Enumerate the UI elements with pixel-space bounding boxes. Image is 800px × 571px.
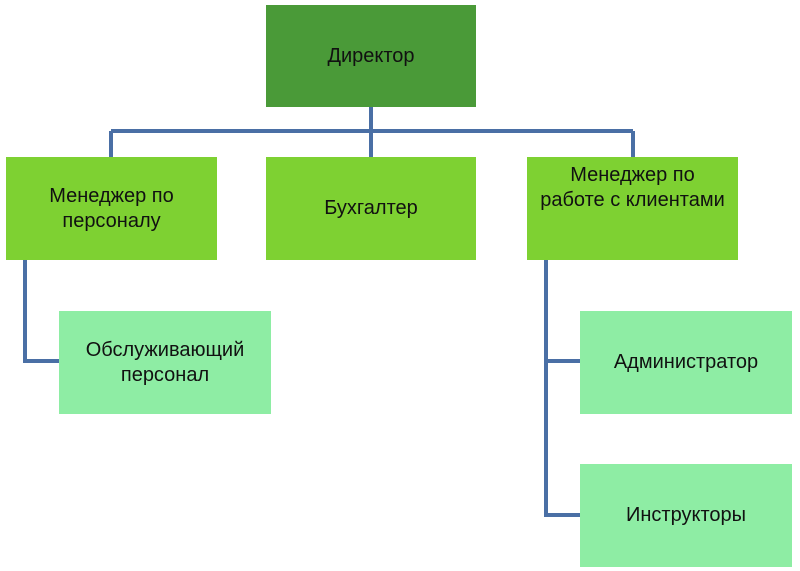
node-instructors-label: Инструкторы: [625, 504, 746, 526]
node-accountant-label: Бухгалтер: [324, 197, 418, 219]
connector-hr-service: [23, 260, 59, 363]
node-director-label: Директор: [327, 44, 415, 67]
node-hr-manager: Менеджер по персоналу: [6, 157, 217, 260]
connector-client-admin: [544, 260, 580, 363]
node-hr-manager-label: Менеджер по персоналу: [49, 184, 174, 232]
node-service-staff: Обслуживающий персонал: [59, 311, 271, 414]
node-instructors: Инструкторы: [580, 464, 792, 567]
node-administrator: Администратор: [580, 311, 792, 414]
node-client-manager: Менеджер по работе с клиентами: [527, 157, 738, 260]
node-administrator-label: Администратор: [613, 351, 759, 373]
connector-client-instructors: [544, 361, 580, 517]
node-client-manager-label: Менеджер по работе с клиентами: [540, 164, 725, 211]
node-service-staff-label: Обслуживающий персонал: [85, 338, 245, 386]
node-director: Директор: [266, 5, 476, 107]
node-accountant: Бухгалтер: [266, 157, 476, 260]
